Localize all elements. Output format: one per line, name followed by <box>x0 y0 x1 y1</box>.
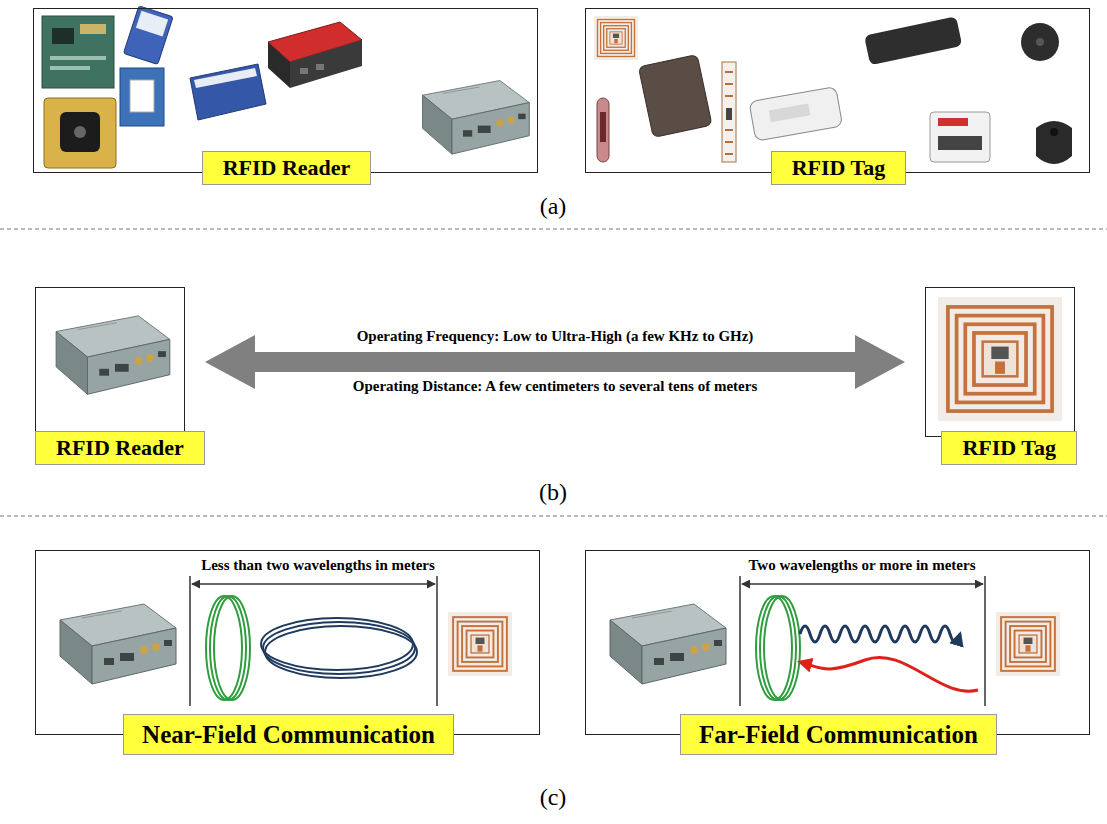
badge-text: RFID Tag <box>792 155 886 180</box>
tag-photos <box>594 16 1072 164</box>
panel-box: Near-Field Communication <box>35 550 540 735</box>
badge-text: Far-Field Communication <box>699 721 978 748</box>
label-badge: Far-Field Communication <box>680 714 997 755</box>
text-label: (a) <box>540 192 567 221</box>
text-label: Less than two wavelengths in meters <box>201 556 435 574</box>
dashed-separator <box>0 229 1107 230</box>
label-badge: RFID Reader <box>202 151 372 185</box>
panel-box: RFID Reader <box>35 287 185 437</box>
far-field-figure <box>610 576 1060 706</box>
reader-photos <box>42 6 529 168</box>
near-field-figure <box>60 576 512 706</box>
badge-text: RFID Reader <box>56 435 184 460</box>
label-badge: RFID Reader <box>35 431 205 465</box>
text-label: Two wavelengths or more in meters <box>748 556 975 574</box>
label-badge: Near-Field Communication <box>123 714 454 755</box>
badge-text: Near-Field Communication <box>142 721 435 748</box>
badge-text: RFID Tag <box>962 435 1056 460</box>
tag-photo <box>938 297 1062 421</box>
reader-photo <box>56 316 170 394</box>
text-label: Operating Distance: A few centimeters to… <box>353 377 757 395</box>
badge-text: RFID Reader <box>223 155 351 180</box>
text-label: (b) <box>539 478 567 507</box>
edge-label: Operating Frequency: Low to Ultra-High (… <box>354 327 757 345</box>
panel-box: Far-Field Communication <box>585 550 1090 735</box>
panel-box: RFID Tag <box>925 287 1075 437</box>
dashed-separator <box>0 516 1107 517</box>
text-label: (c) <box>540 783 567 812</box>
panel-box: RFID Tag <box>585 8 1090 173</box>
label-badge: RFID Tag <box>771 151 907 185</box>
panel-box: RFID Reader <box>33 8 538 173</box>
label-badge: RFID Tag <box>941 431 1077 465</box>
